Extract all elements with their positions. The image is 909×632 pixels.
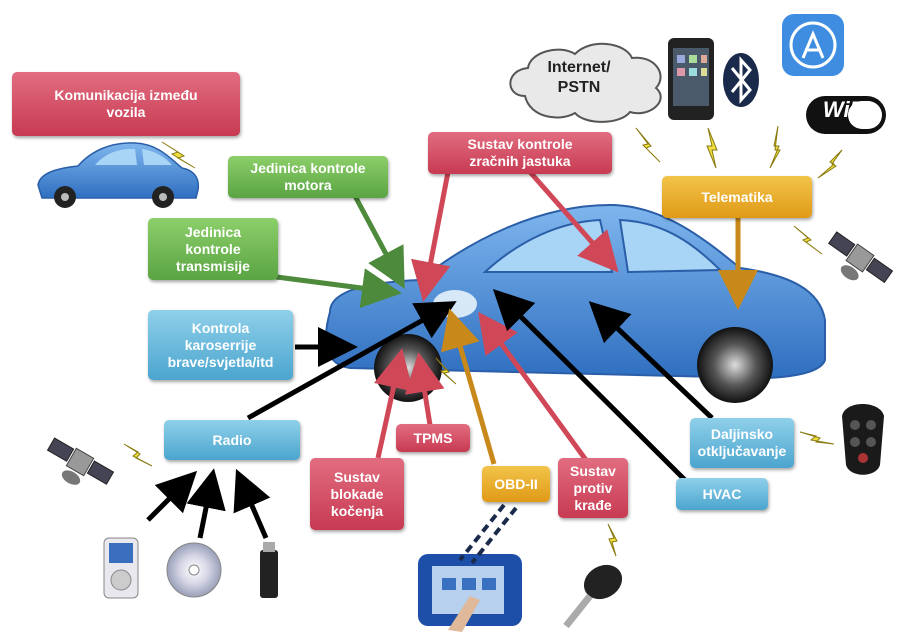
arrow-cd (186, 468, 226, 539)
cloud-icon (509, 42, 662, 123)
arrow-airbag-1 (411, 171, 451, 302)
diagnostic-tablet-icon (418, 554, 522, 632)
box-obd-ii: OBD-II (482, 466, 550, 502)
box-tpms: TPMS (396, 424, 470, 452)
box-body-control: Kontrola karoserrije brave/svjetla/itd (148, 310, 293, 380)
arrow-brake (374, 348, 414, 459)
box-airbag-control: Sustav kontrole zračnih jastuka (428, 132, 612, 174)
satellite-icon (46, 437, 115, 485)
arrow-obd (441, 308, 497, 465)
box-transmission-control: Jedinica kontrole transmisije (148, 218, 278, 280)
box-hvac: HVAC (676, 478, 768, 510)
ipod-icon (103, 537, 139, 599)
internet-pstn-label: Internet/ PSTN (547, 59, 611, 96)
small-car-icon (37, 142, 200, 208)
arrow-airbag-2 (528, 170, 619, 273)
arrow-engine (352, 194, 405, 289)
cd-icon (166, 542, 222, 598)
obd-cable (458, 503, 518, 565)
box-engine-control: Jedinica kontrole motora (228, 156, 388, 198)
arrow-hvac (492, 288, 687, 482)
connection-arrows (146, 170, 758, 539)
arrow-tpms (404, 352, 445, 426)
car-key-icon (563, 564, 623, 629)
box-telematics: Telematika (662, 176, 812, 218)
lightning-icon (123, 125, 843, 557)
arrow-anti-theft (478, 311, 589, 462)
smartphone-icon (668, 38, 714, 120)
box-remote-unlock: Daljinsko otključavanje (690, 418, 794, 468)
box-radio: Radio (164, 420, 300, 460)
box-anti-theft: Sustav protiv krađe (558, 458, 628, 518)
box-brake-system: Sustav blokade kočenja (310, 458, 404, 530)
arrow-radio (246, 301, 457, 421)
usb-stick-icon (260, 542, 278, 598)
wifi-logo-text: WiFi (822, 97, 870, 122)
key-fob-icon (842, 404, 884, 475)
bluetooth-icon (723, 53, 759, 107)
arrow-ipod (146, 470, 198, 522)
wifi-icon (806, 96, 886, 134)
arrow-usb (233, 468, 271, 539)
app-store-icon (782, 14, 844, 76)
satellite-icon (828, 231, 894, 284)
arrow-remote (588, 301, 714, 420)
box-vehicle-communication: Komunikacija između vozila (12, 72, 240, 136)
